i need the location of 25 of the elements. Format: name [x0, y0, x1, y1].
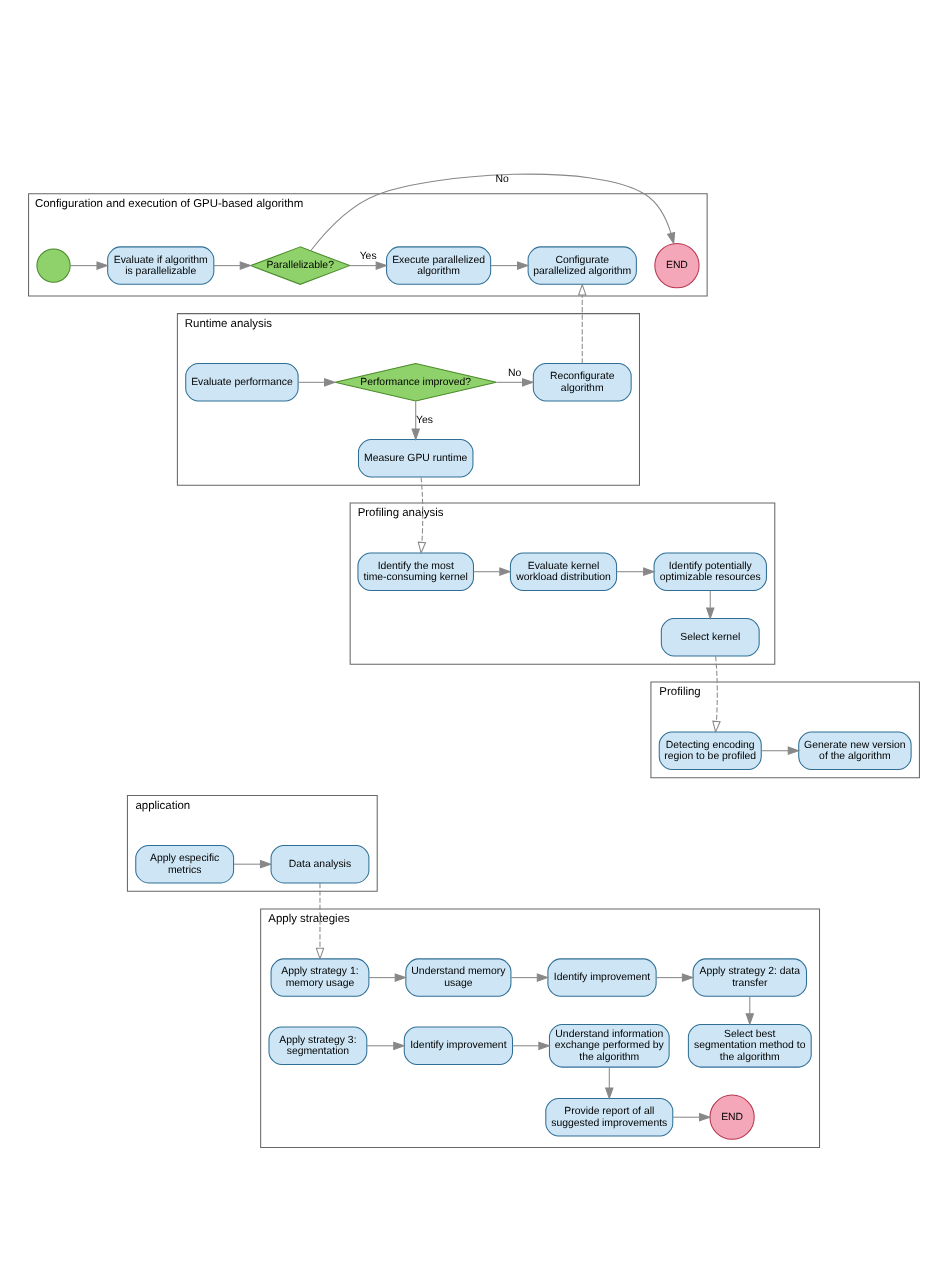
arrow: [604, 1065, 614, 1100]
arrow: [310, 172, 676, 251]
arrow: [213, 260, 253, 269]
arrow: [69, 260, 109, 269]
arrow: [760, 745, 801, 755]
arrow: [510, 972, 550, 981]
arrow: [417, 475, 427, 554]
arrow: [496, 376, 535, 386]
node-circle: [36, 247, 71, 282]
arrow: [672, 1111, 712, 1121]
arrow: [297, 376, 337, 386]
arrow: [473, 566, 512, 576]
arrow: [411, 399, 421, 441]
arrow: [616, 566, 656, 576]
arrow: [315, 881, 325, 960]
arrow: [368, 972, 408, 981]
arrow: [490, 260, 530, 269]
arrow: [655, 972, 695, 981]
arrow: [233, 858, 273, 868]
arrow: [349, 260, 389, 269]
arrow: [745, 994, 755, 1025]
arrow: [366, 1040, 406, 1050]
arrow: [577, 282, 587, 363]
arrow: [712, 654, 721, 733]
arrow: [512, 1040, 551, 1050]
